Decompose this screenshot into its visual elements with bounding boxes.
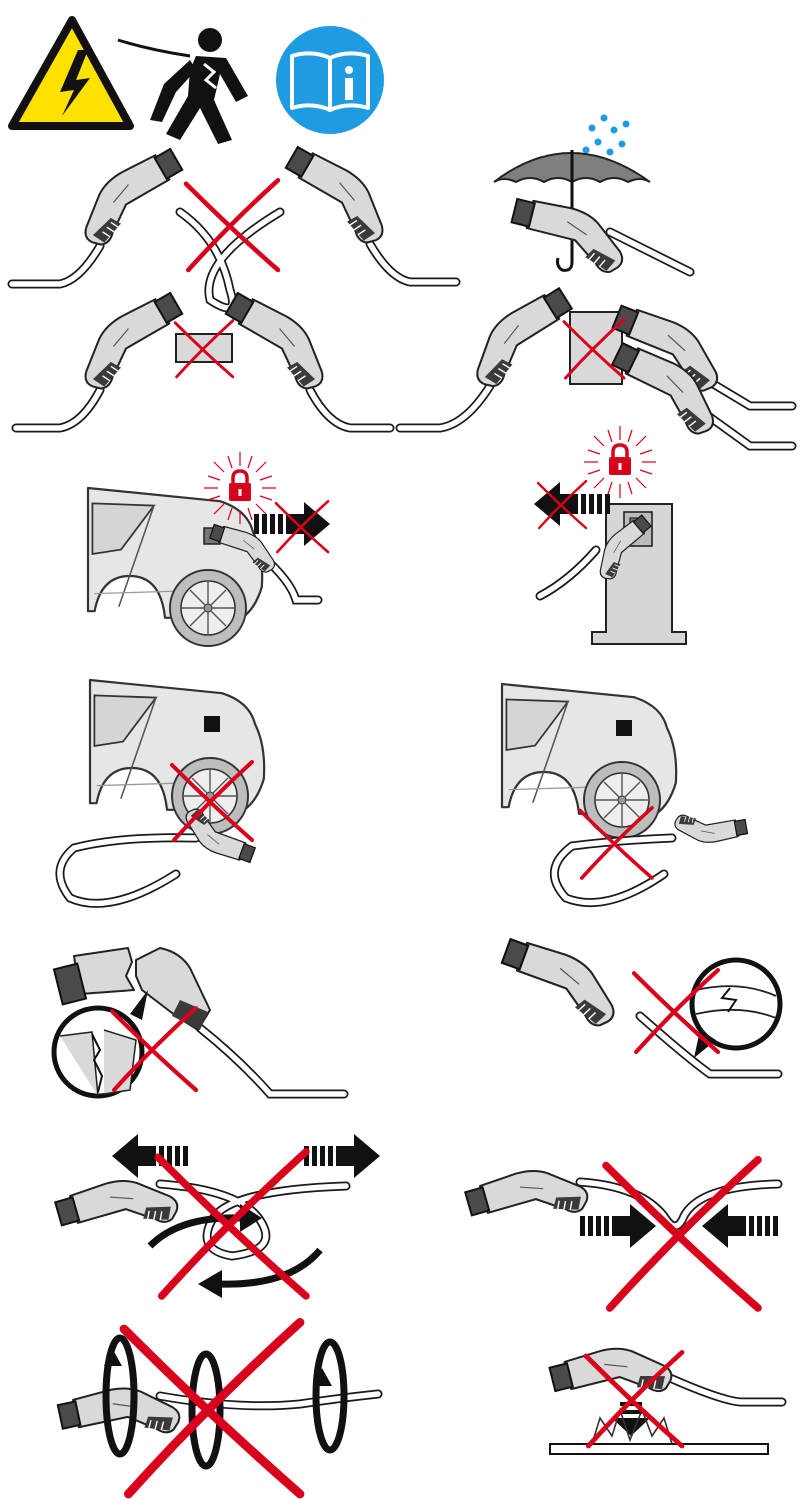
no-drop-plug bbox=[547, 1334, 787, 1455]
no-damaged-cable bbox=[491, 934, 783, 1079]
no-pull-locked-plug-vehicle bbox=[86, 450, 330, 647]
no-pull-locked-plug-station bbox=[534, 424, 687, 645]
no-multi-socket-adapter bbox=[395, 283, 797, 451]
no-twist-cable bbox=[55, 1322, 383, 1494]
no-damaged-plug-housing bbox=[51, 947, 349, 1099]
read-manual-info-icon bbox=[276, 26, 384, 134]
plug-protect-from-rain bbox=[493, 114, 695, 277]
no-extension-adapter-cable bbox=[7, 142, 461, 313]
no-pull-twist-cable bbox=[53, 1134, 380, 1298]
no-drive-over-plug bbox=[55, 678, 266, 908]
high-voltage-warning-icon bbox=[8, 16, 134, 130]
no-coupler-adapter bbox=[11, 288, 395, 433]
electric-shock-icon bbox=[117, 28, 248, 144]
no-kink-compress-cable bbox=[463, 1155, 783, 1308]
no-drive-over-cable bbox=[500, 682, 749, 908]
